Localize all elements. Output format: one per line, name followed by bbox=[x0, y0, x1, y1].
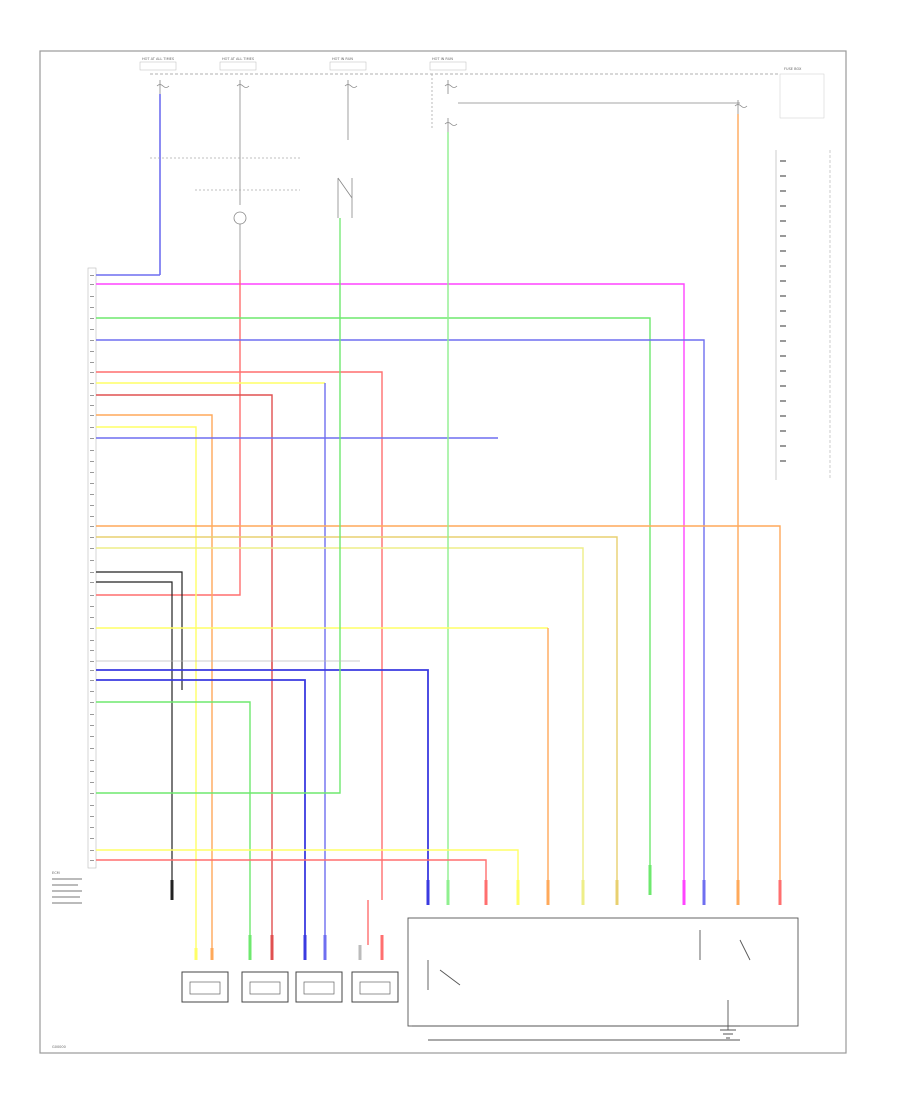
sensor-connectors bbox=[181, 971, 399, 1003]
fuse-label-5: FUSE BOX bbox=[784, 67, 802, 71]
right-connector-strip bbox=[775, 150, 831, 480]
wire-red-2 bbox=[96, 371, 383, 900]
fuse-label-4: HOT IN RUN bbox=[432, 57, 453, 61]
wire-orange-2 bbox=[96, 525, 781, 900]
wire-yellow-3 bbox=[96, 547, 584, 900]
wire-green-4 bbox=[96, 280, 341, 794]
wire-dblue-1 bbox=[96, 669, 429, 900]
upper-components bbox=[150, 94, 353, 280]
ecm-pin-ticks bbox=[90, 275, 94, 861]
ecm-label-lines bbox=[52, 878, 82, 904]
diagram-border bbox=[39, 50, 847, 1054]
module-wire-stubs bbox=[426, 865, 782, 905]
ecm-label: ECM bbox=[52, 871, 60, 875]
ecm-connector bbox=[87, 267, 97, 869]
wire-black-1 bbox=[96, 571, 183, 690]
fuse-label-1: HOT AT ALL TIMES bbox=[142, 57, 175, 61]
switch-module bbox=[407, 917, 799, 1041]
sensor-connector-inner bbox=[189, 981, 391, 995]
wire-black-2 bbox=[96, 581, 173, 880]
right-connector-pins bbox=[780, 160, 786, 462]
wire-green-1 bbox=[96, 317, 651, 880]
wires bbox=[96, 114, 781, 948]
fuse-label-3: HOT IN RUN bbox=[332, 57, 353, 61]
wire-blue-2 bbox=[96, 339, 705, 900]
footnote: G00000 bbox=[52, 1045, 66, 1049]
bottom-wire-ends bbox=[170, 880, 384, 960]
fuse-label-2: HOT AT ALL TIMES bbox=[222, 57, 255, 61]
wire-red-1 bbox=[96, 270, 241, 596]
wire-red-3 bbox=[96, 394, 273, 945]
top-fuse-labels bbox=[139, 61, 825, 119]
wire-yellow-2 bbox=[96, 426, 197, 948]
wire-yellow-5 bbox=[96, 849, 519, 900]
wire-orange-1 bbox=[96, 414, 213, 948]
wire-dblue-2 bbox=[96, 679, 306, 945]
fuse-icons bbox=[156, 80, 748, 132]
wire-tan-1 bbox=[96, 536, 618, 900]
wire-green-3 bbox=[96, 701, 251, 945]
wire-magenta bbox=[96, 283, 685, 900]
